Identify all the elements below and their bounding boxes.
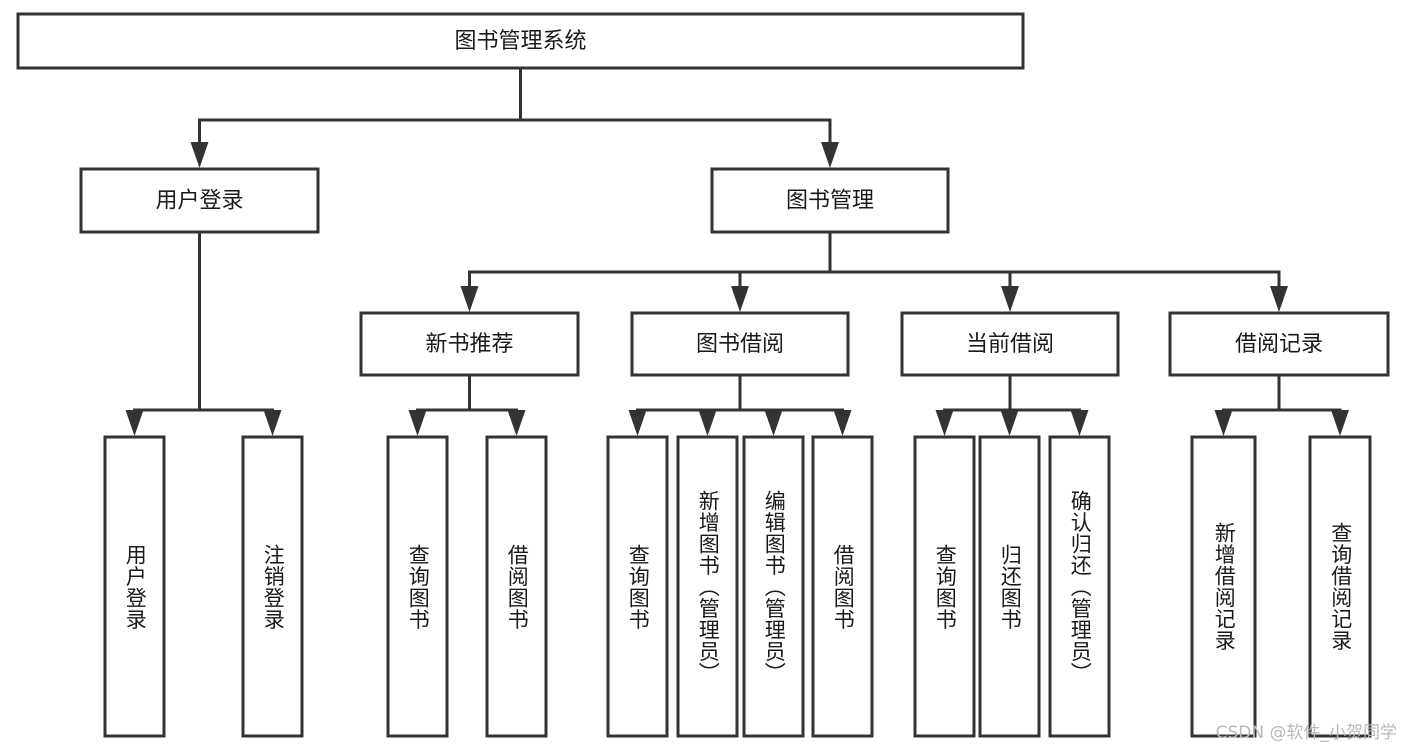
node-borrow-record[interactable] (1168, 311, 1390, 377)
node-leaf-borrow-book-1[interactable] (485, 435, 548, 738)
node-leaf-add-record[interactable] (1190, 435, 1257, 738)
node-user-login-label: 用户登录 (155, 189, 243, 214)
arrow-head-icon (507, 410, 526, 436)
arrow-head-icon (1270, 286, 1288, 312)
arrow-head-icon (935, 410, 954, 436)
node-leaf-query-book-2[interactable] (606, 435, 669, 738)
node-new-book-rec[interactable] (359, 311, 580, 377)
node-leaf-return-book[interactable] (978, 435, 1041, 738)
node-book-borrow[interactable] (630, 311, 850, 377)
node-user-login[interactable] (79, 167, 320, 234)
node-leaf-query-book-1[interactable] (386, 435, 449, 738)
node-borrow-record-label: 借阅记录 (1235, 332, 1323, 357)
arrow-head-icon (1331, 410, 1349, 436)
arrow-head-icon (698, 410, 717, 436)
connector-layer (125, 66, 1349, 436)
arrow-head-icon (821, 142, 839, 168)
arrow-head-icon (628, 410, 647, 436)
arrow-head-icon (1214, 410, 1233, 436)
node-leaf-borrow-book-2[interactable] (811, 435, 874, 738)
arrow-head-icon (408, 410, 427, 436)
node-box-layer (16, 12, 1390, 738)
node-leaf-add-book[interactable] (676, 435, 739, 738)
node-leaf-query-book-3[interactable] (913, 435, 976, 738)
node-leaf-edit-book[interactable] (742, 435, 805, 738)
node-book-manage-label: 图书管理 (786, 189, 874, 214)
node-root-label: 图书管理系统 (454, 29, 586, 54)
arrow-head-icon (1000, 410, 1019, 436)
arrow-head-icon (460, 286, 479, 312)
node-root[interactable] (16, 12, 1025, 70)
node-new-book-rec-label: 新书推荐 (425, 332, 513, 357)
node-current-borrow[interactable] (900, 311, 1120, 377)
arrow-head-icon (190, 142, 209, 168)
arrow-head-icon (125, 410, 144, 436)
node-book-borrow-label: 图书借阅 (696, 332, 784, 357)
watermark: CSDN @软件_小贺同学 (1215, 723, 1397, 743)
node-leaf-logout[interactable] (241, 435, 304, 738)
arrow-head-icon (764, 410, 783, 436)
arrow-head-icon (833, 410, 852, 436)
node-leaf-query-record[interactable] (1308, 435, 1372, 738)
arrow-head-icon (1001, 286, 1019, 312)
node-book-manage[interactable] (710, 167, 950, 234)
node-leaf-confirm-return[interactable] (1048, 435, 1111, 738)
arrow-head-icon (731, 286, 749, 312)
arrow-head-icon (263, 410, 282, 436)
node-leaf-user-login[interactable] (103, 435, 166, 738)
node-current-borrow-label: 当前借阅 (966, 332, 1054, 357)
arrow-head-icon (1070, 410, 1089, 436)
